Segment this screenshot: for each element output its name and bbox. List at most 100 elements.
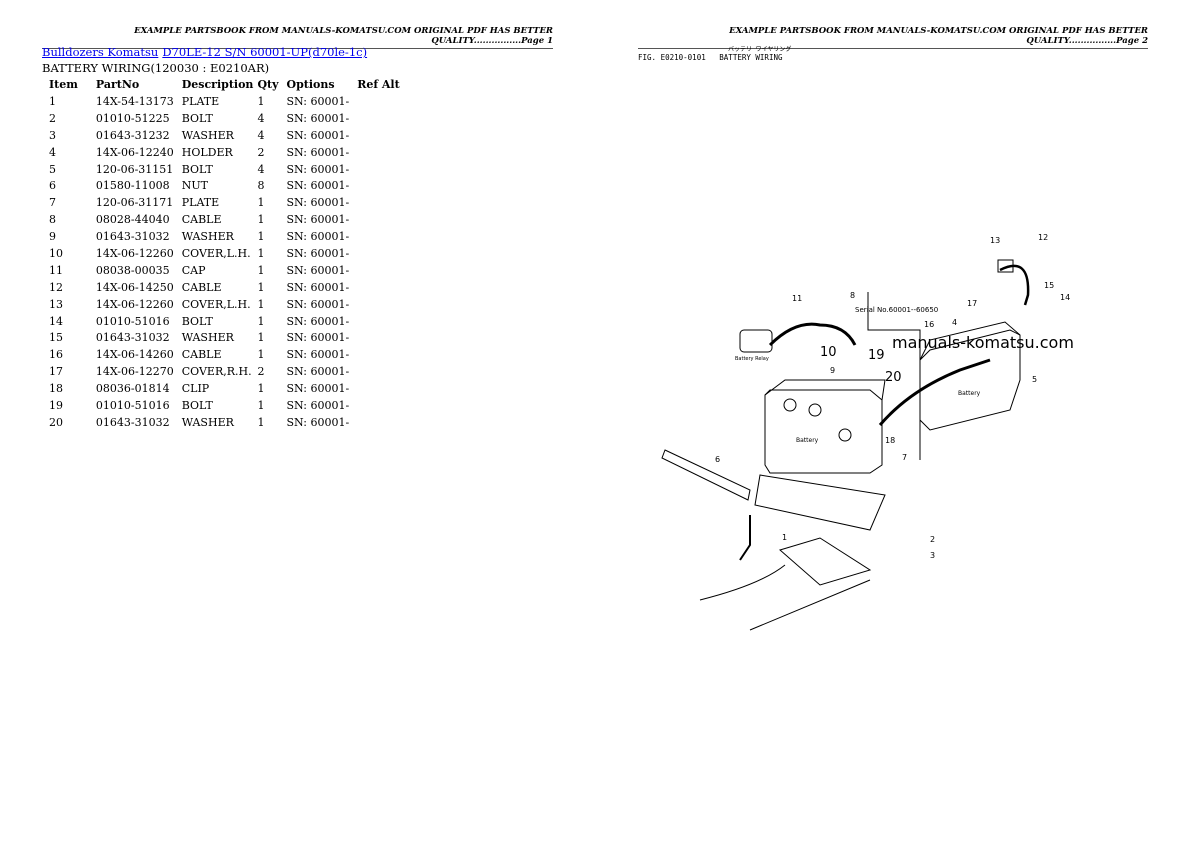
cell-description: BOLT bbox=[181, 314, 213, 328]
callout-4: 4 bbox=[952, 318, 957, 327]
page-header: EXAMPLE PARTSBOOK FROM MANUALS-KOMATSU.C… bbox=[42, 26, 553, 49]
figure-caption: バッテリ ワイヤリング FIG. E0210-0101 BATTERY WIRI… bbox=[638, 44, 791, 62]
cell-description: COVER,L.H. bbox=[181, 246, 251, 260]
cell-description: PLATE bbox=[181, 196, 220, 210]
cell-options: SN: 60001- bbox=[286, 348, 350, 362]
section-title: BATTERY WIRING(120030 : E0210AR) bbox=[42, 61, 270, 75]
cable-16 bbox=[878, 358, 991, 426]
battery-relay: Battery Relay bbox=[735, 329, 773, 362]
cell-item: 20 bbox=[49, 415, 63, 429]
cover-13 bbox=[997, 259, 1014, 273]
cell-item: 13 bbox=[49, 297, 63, 311]
cell-qty: 1 bbox=[257, 314, 265, 328]
watermark: manuals-komatsu.com bbox=[892, 333, 1074, 352]
cell-refalt bbox=[353, 346, 404, 363]
parts-table: Item PartNo Description Qty Options Ref … bbox=[45, 76, 404, 431]
cell-refalt bbox=[353, 93, 404, 110]
cell-partno: 120-06-31151 bbox=[95, 162, 174, 176]
cell-description: BOLT bbox=[181, 111, 213, 125]
cell-options: SN: 60001- bbox=[286, 331, 350, 345]
callout-2: 2 bbox=[930, 535, 935, 544]
cell-options: SN: 60001- bbox=[286, 111, 350, 125]
cell-item: 8 bbox=[49, 213, 56, 227]
cell-qty: 1 bbox=[257, 297, 265, 311]
cell-qty: 2 bbox=[257, 365, 265, 379]
frame-lines bbox=[699, 564, 871, 631]
cell-options: SN: 60001- bbox=[286, 365, 350, 379]
cell-partno: 120-06-31171 bbox=[95, 196, 174, 210]
bolt-5 bbox=[739, 515, 751, 561]
cell-refalt bbox=[353, 144, 404, 161]
callout-3: 3 bbox=[930, 551, 935, 560]
cell-refalt bbox=[353, 228, 404, 245]
cell-partno: 01643-31032 bbox=[95, 230, 170, 244]
cell-qty: 1 bbox=[257, 348, 265, 362]
cell-partno: 14X-06-12270 bbox=[95, 365, 174, 379]
callout-18: 18 bbox=[885, 436, 895, 445]
cell-qty: 4 bbox=[257, 111, 265, 125]
serial-bracket bbox=[867, 292, 921, 460]
cable-12 bbox=[999, 264, 1030, 306]
cell-options: SN: 60001- bbox=[286, 297, 350, 311]
cell-description: BOLT bbox=[181, 162, 213, 176]
callout-labels: 1 2 3 4 5 6 7 8 9 10 11 12 13 14 15 16 1… bbox=[715, 233, 1070, 560]
battery-wiring-diagram: Battery Battery Battery Relay Serial No.… bbox=[661, 233, 1074, 631]
col-options: Options bbox=[286, 78, 335, 91]
cell-options: SN: 60001- bbox=[286, 314, 350, 328]
table-row: 13 14X-06-12260 COVER,L.H. 1 SN: 60001- bbox=[45, 296, 404, 313]
callout-17: 17 bbox=[967, 299, 977, 308]
callout-12: 12 bbox=[1038, 233, 1048, 242]
cell-refalt bbox=[353, 363, 404, 380]
callout-5: 5 bbox=[1032, 375, 1037, 384]
cell-partno: 14X-06-12260 bbox=[95, 297, 174, 311]
cell-refalt bbox=[353, 194, 404, 211]
cell-qty: 4 bbox=[257, 128, 265, 142]
callout-10: 10 bbox=[820, 345, 837, 360]
cell-qty: 1 bbox=[257, 398, 265, 412]
cell-partno: 01643-31032 bbox=[95, 331, 170, 345]
cable-8 bbox=[768, 322, 857, 347]
callout-19: 19 bbox=[868, 348, 885, 363]
cell-refalt bbox=[353, 397, 404, 414]
cell-options: SN: 60001- bbox=[286, 382, 350, 396]
cell-item: 9 bbox=[49, 230, 56, 244]
breadcrumb-link-model[interactable]: D70LE-12 S/N 60001-UP(d70le-1c) bbox=[162, 45, 368, 59]
cell-refalt bbox=[353, 245, 404, 262]
col-description: Description bbox=[181, 78, 254, 91]
cell-description: NUT bbox=[181, 179, 208, 193]
callout-15: 15 bbox=[1044, 281, 1054, 290]
cell-qty: 1 bbox=[257, 246, 265, 260]
breadcrumb-link-category[interactable]: Bulldozers Komatsu bbox=[42, 45, 159, 59]
cell-refalt bbox=[353, 177, 404, 194]
serial-note: Serial No.60001--60650 bbox=[855, 306, 938, 314]
battery-left: Battery bbox=[764, 379, 886, 474]
cell-options: SN: 60001- bbox=[286, 196, 350, 210]
figure-title-jp: バッテリ ワイヤリング bbox=[728, 46, 792, 53]
cell-options: SN: 60001- bbox=[286, 246, 350, 260]
holder-4 bbox=[661, 449, 751, 501]
cell-description: WASHER bbox=[181, 230, 234, 244]
col-item: Item bbox=[49, 78, 78, 91]
cell-description: COVER,L.H. bbox=[181, 297, 251, 311]
cell-partno: 14X-06-12240 bbox=[95, 145, 174, 159]
cell-description: COVER,R.H. bbox=[181, 365, 252, 379]
cell-options: SN: 60001- bbox=[286, 94, 350, 108]
callout-13: 13 bbox=[990, 236, 1000, 245]
cell-refalt bbox=[353, 296, 404, 313]
cell-description: BOLT bbox=[181, 398, 213, 412]
cell-options: SN: 60001- bbox=[286, 179, 350, 193]
cell-description: WASHER bbox=[181, 128, 234, 142]
battery-label: Battery bbox=[796, 437, 819, 444]
callout-11: 11 bbox=[792, 294, 802, 303]
cell-qty: 1 bbox=[257, 94, 265, 108]
cell-description: CAP bbox=[181, 263, 206, 277]
col-partno: PartNo bbox=[95, 78, 140, 91]
cell-item: 2 bbox=[49, 111, 56, 125]
cell-description: HOLDER bbox=[181, 145, 233, 159]
